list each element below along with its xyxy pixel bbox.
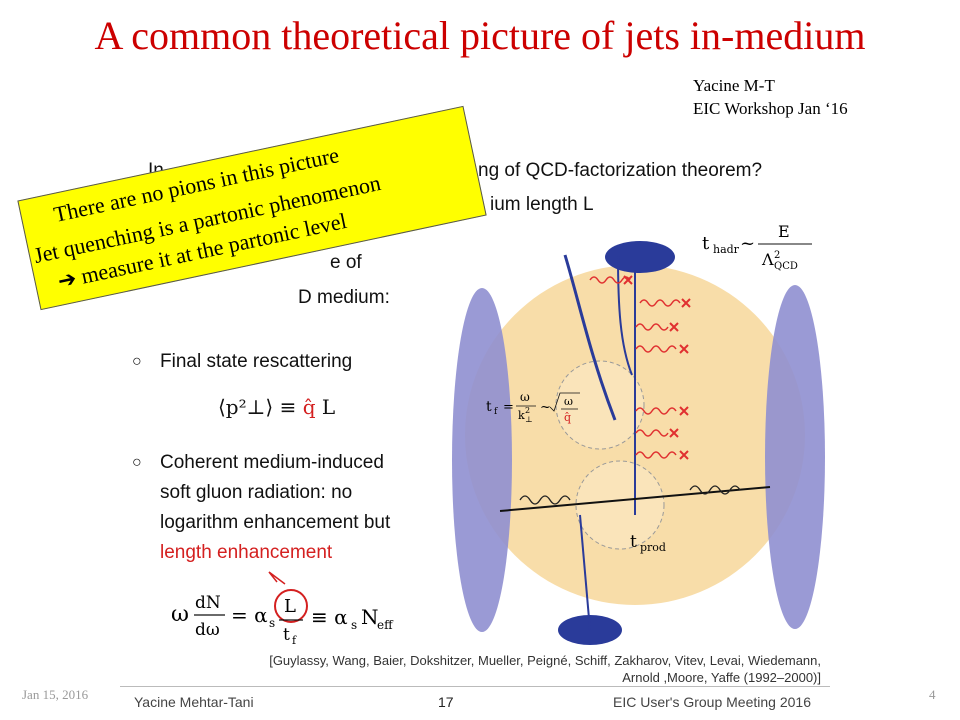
gluon-2 (639, 299, 681, 307)
right-nucleus (765, 285, 825, 629)
bullet-final-state: ○ Final state rescattering (132, 347, 353, 377)
tf-sqrt-omega: ω (564, 395, 573, 408)
question-line-2-suffix: ium length L (490, 194, 594, 215)
formation-circle-lower (575, 460, 665, 550)
red-gluons (589, 276, 681, 459)
equation-pt-broadening: ⟨p²⊥⟩ ≡ q̂ L (218, 395, 335, 419)
bullet-circle-icon: ○ (132, 454, 142, 471)
footer-divider (120, 686, 830, 687)
question-line-1-suffix: ng of QCD-factorization theorem? (478, 160, 763, 181)
question-line-3-suffix: e of (330, 252, 362, 273)
eq2-tf: t (283, 625, 290, 645)
formation-circle-upper (555, 360, 645, 450)
gluon-4 (635, 345, 677, 353)
workshop-label: EIC Workshop Jan ‘16 (693, 99, 848, 118)
t-hadr-lambda: Λ (761, 250, 774, 269)
bullet2-line3: logarithm enhancement but (160, 512, 391, 533)
left-nucleus (452, 288, 512, 632)
bullet-coherent-radiation: ○ Coherent medium-induced soft gluon rad… (132, 448, 391, 568)
eq1-lhs: ⟨p²⊥⟩ (218, 395, 274, 419)
gluon-right (689, 485, 741, 495)
cross-2 (681, 298, 691, 308)
slide-title: A common theoretical picture of jets in-… (94, 13, 866, 58)
eq2-L-highlight (274, 589, 308, 623)
question-line-4-suffix: D medium: (298, 287, 390, 308)
bullet2-line4: length enhancement (160, 542, 333, 563)
eq2-omega: ω (171, 602, 189, 627)
tf-label: t (486, 399, 492, 415)
jet-parton-path-2 (617, 254, 633, 376)
t-hadr-lambda-sub: QCD (774, 261, 798, 272)
beam-line (499, 486, 771, 512)
bullet2-line1: Coherent medium-induced (160, 452, 384, 473)
references-line-1: [Guylassy, Wang, Baier, Dokshitzer, Muel… (269, 653, 821, 668)
cross-4 (679, 344, 689, 354)
bullet-final-state-text: Final state rescattering (160, 351, 353, 372)
gluon-7 (635, 451, 677, 459)
eq1-equiv: ≡ (279, 395, 297, 419)
gluon-3 (635, 323, 669, 331)
slide-date: Jan 15, 2016 (22, 687, 89, 702)
t-hadr-sub: hadr (713, 243, 740, 256)
eq2-eq-alpha: = α (231, 603, 268, 627)
sqrt-sign (549, 392, 580, 412)
right-arrow-icon: ➔ (55, 265, 79, 294)
callout-pointer (268, 571, 286, 585)
references: [Guylassy, Wang, Baier, Dokshitzer, Muel… (181, 652, 821, 686)
red-crosses (623, 275, 691, 460)
embedded-footer-meeting: EIC User's Group Meeting 2016 (613, 694, 811, 710)
slide-number: 4 (929, 687, 936, 702)
tf-eq: = (503, 400, 514, 415)
eq2-s2: s (351, 618, 357, 632)
cross-7 (679, 450, 689, 460)
eq2-equiv-alpha: ≡ α (311, 605, 348, 629)
eq2-eff: eff (377, 618, 394, 632)
t-hadr-sim: ~ (740, 233, 755, 254)
cross-5 (679, 406, 689, 416)
tf-sub: f (494, 407, 498, 417)
bullet-circle-icon: ○ (132, 353, 142, 370)
cross-1 (623, 275, 633, 285)
jet-parton-path (563, 254, 617, 421)
eq2-N: N (361, 605, 379, 629)
author-name: Yacine M-T (693, 76, 775, 95)
gluon-5 (635, 407, 677, 415)
embedded-footer-author: Yacine Mehtar-Tani (134, 694, 254, 710)
eq2-L: L (284, 596, 296, 617)
tf-sim: ~ (540, 400, 551, 415)
black-gluons (519, 485, 741, 505)
top-blob (605, 241, 675, 273)
jet-medium-diagram: t hadr ~ E Λ 2 QCD t f = ω k 2 ⊥ ~ ω q̂ … (452, 225, 825, 645)
gluon-6 (635, 429, 669, 437)
t-prod-sub: prod (640, 541, 666, 554)
references-line-2: Arnold ,Moore, Yaffe (1992–2000)] (622, 670, 821, 685)
t-hadr-lambda-sup: 2 (774, 250, 780, 261)
jet-line-down (579, 514, 591, 631)
tf-omega: ω (520, 390, 530, 404)
tf-qhat: q̂ (564, 411, 571, 424)
cross-3 (669, 322, 679, 332)
eq1-L: L (321, 395, 336, 419)
eq1-qhat: q̂ (302, 395, 316, 419)
tf-k: k (518, 409, 525, 422)
gluon-left (519, 495, 571, 505)
gluon-1 (589, 276, 631, 284)
equation-gluon-spectrum: ω dN dω = α s L t f ≡ α s N eff (171, 571, 394, 647)
tf-k-sub: ⊥ (525, 415, 533, 424)
eq2-dN: dN (195, 593, 221, 613)
cross-6 (669, 428, 679, 438)
eq2-f: f (292, 634, 297, 647)
tf-k-sup: 2 (525, 406, 530, 415)
callout-box: There are no pions in this picture Jet q… (17, 105, 487, 311)
author-block: Yacine M-T EIC Workshop Jan ‘16 (693, 74, 848, 120)
eq2-s: s (269, 616, 275, 630)
t-hadr-E: E (778, 225, 790, 241)
bullet2-line2: soft gluon radiation: no (160, 482, 353, 503)
embedded-footer-page: 17 (438, 694, 454, 710)
t-prod: t (630, 532, 637, 552)
eq2-domega: dω (195, 620, 220, 640)
t-hadr: t (702, 233, 710, 254)
